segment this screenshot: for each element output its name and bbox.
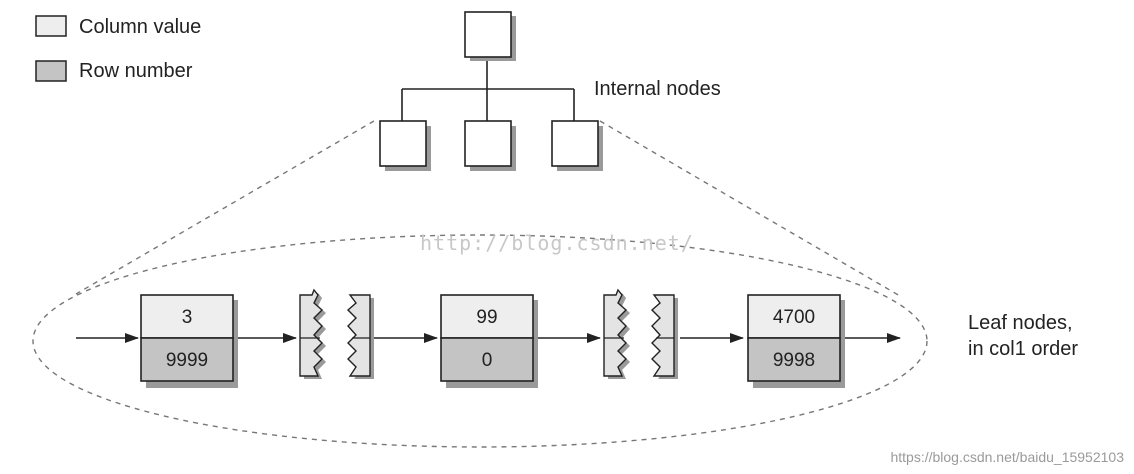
leaf-nodes-label-line2: in col1 order [968,338,1078,360]
column-value-cell [140,294,234,339]
column-value-text: 99 [476,307,497,328]
internal-nodes-tree: Internal nodes [379,11,721,171]
column-value-text: 4700 [773,307,815,328]
legend-item-row-number: Row number [35,60,193,82]
zoom-line-right [599,120,901,297]
watermark-center: http://blog.csdn.net/ [420,231,694,255]
zoom-line-left [75,120,375,295]
row-number-cell [140,337,234,382]
omitted-nodes-break [603,288,678,379]
leaf-node: 3 9999 [140,294,238,388]
internal-node-middle [464,120,516,171]
row-number-cell [747,337,841,382]
watermark-bottom-right: https://blog.csdn.net/baidu_15952103 [890,449,1124,465]
column-value-text: 3 [182,307,193,328]
leaf-level-ellipse [32,234,928,448]
legend-label-column-value: Column value [79,16,201,38]
row-number-text: 9999 [166,350,208,371]
leaf-nodes-label: Leaf nodes, in col1 order [968,312,1078,360]
legend-label-row-number: Row number [79,60,193,82]
root-node [464,11,516,61]
legend-item-column-value: Column value [35,15,201,38]
leaf-nodes-label-line1: Leaf nodes, [968,312,1073,334]
omitted-nodes-break [299,288,374,379]
leaf-node: 99 0 [440,294,538,388]
internal-nodes-label: Internal nodes [594,78,721,100]
row-number-swatch [35,60,67,82]
column-value-cell [747,294,841,339]
row-number-text: 0 [482,350,493,371]
internal-node-left [379,120,431,171]
legend: Column value Row number [35,15,201,82]
column-value-swatch [35,15,67,37]
column-value-cell [440,294,534,339]
row-number-text: 9998 [773,350,815,371]
leaf-node: 4700 9998 [747,294,845,388]
internal-node-right [551,120,603,171]
row-number-cell [440,337,534,382]
